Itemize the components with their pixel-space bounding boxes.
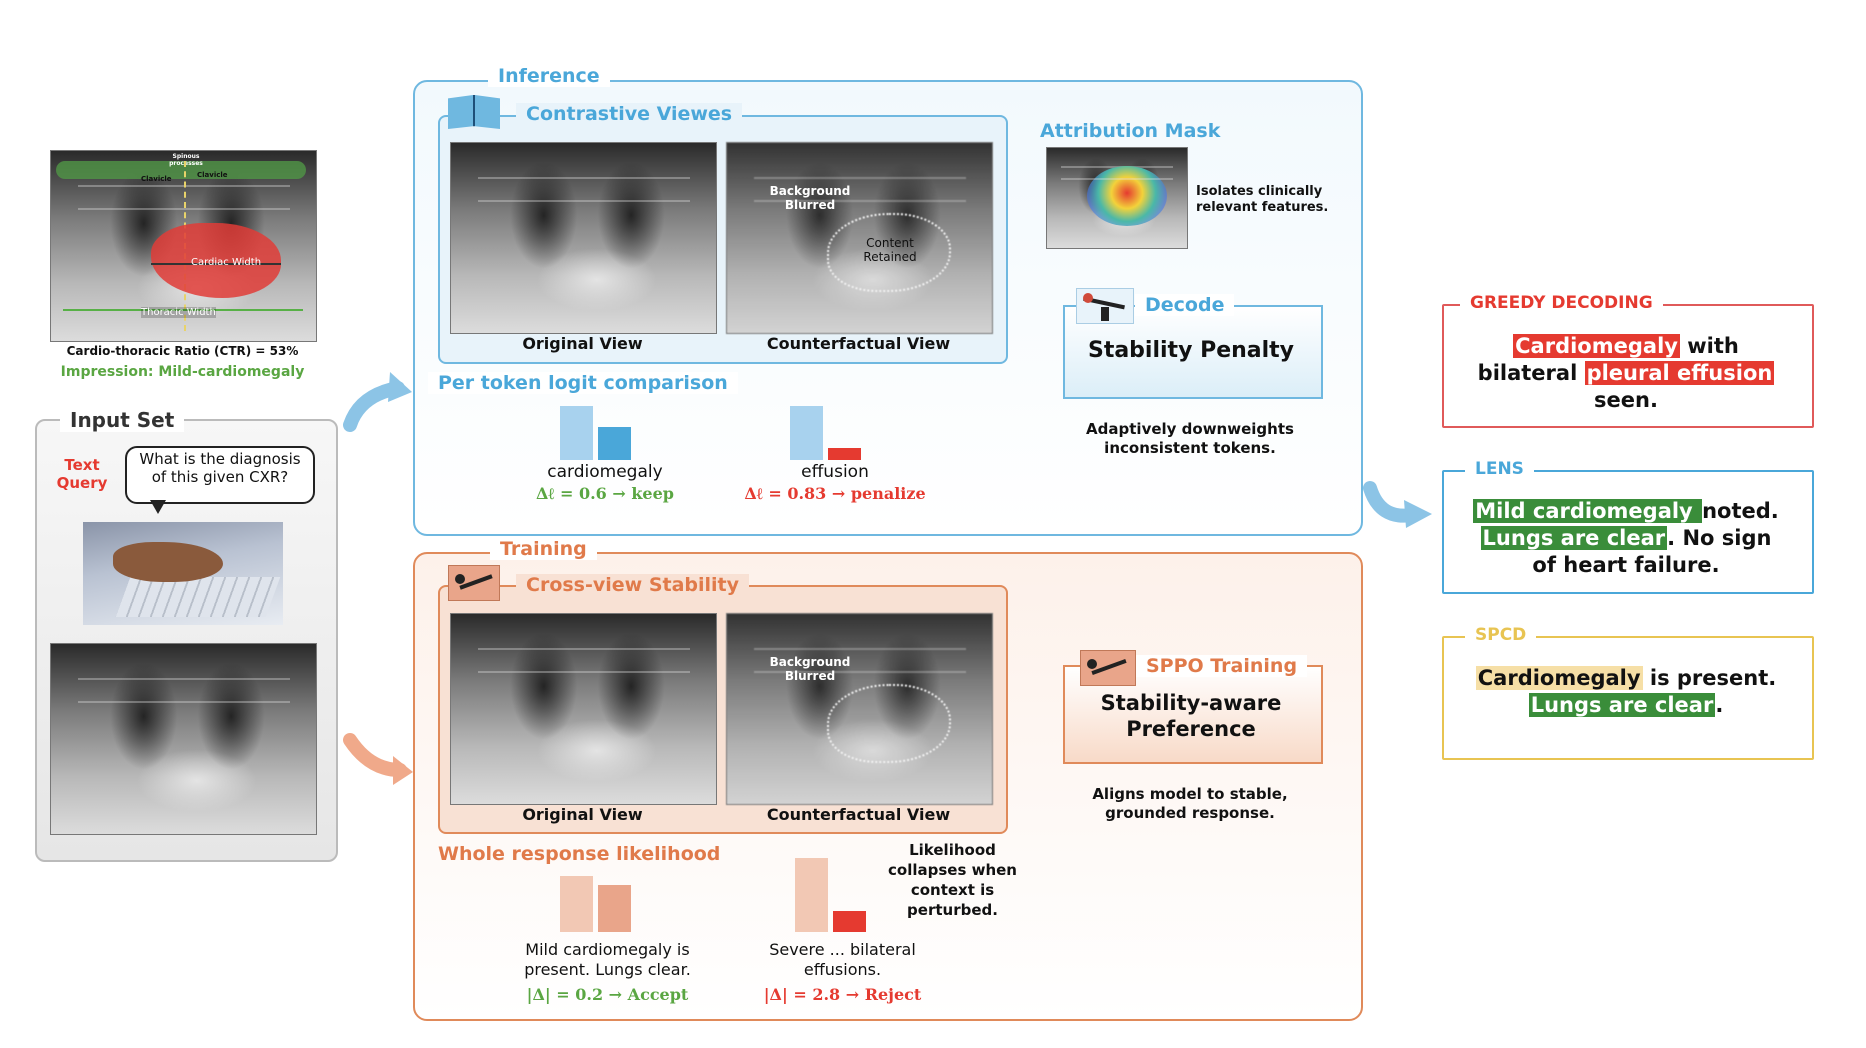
sppo-title: SPPO Training [1136, 655, 1308, 677]
clavicle-label-left: Clavicle [141, 175, 172, 183]
content-retained-region [827, 213, 951, 292]
spcd-period: . [1715, 693, 1724, 717]
lens-hl-cardiomegaly: Mild cardiomegaly [1473, 499, 1703, 523]
training-content-region [827, 684, 951, 763]
spcd-title: SPCD [1465, 625, 1537, 645]
token1-delta: Δℓ = 0.6 → keep [536, 484, 674, 503]
cardiac-region [151, 223, 281, 298]
inference-original-xray [450, 142, 717, 334]
annotated-xray: Spinous processes Clavicle Clavicle Card… [50, 150, 317, 342]
inference-title: Inference [488, 65, 610, 87]
sppo-body: Stability-aware Preference [1100, 691, 1282, 741]
likelihood-chart-resp2 [795, 858, 885, 932]
ctr-label: Cardio-thoracic Ratio (CTR) = 53% [66, 344, 299, 358]
spcd-present: is present. [1642, 666, 1777, 690]
arrow-head-inference [388, 372, 412, 402]
clavicle-band [56, 161, 306, 179]
likelihood-title: Whole response likelihood [438, 843, 721, 865]
logit-chart-effusion [790, 400, 880, 460]
greedy-bilateral: bilateral [1477, 361, 1585, 385]
logit-chart-cardiomegaly [560, 400, 650, 460]
collapse-note: Likelihood collapses when context is per… [888, 841, 1017, 919]
decode-title: Decode [1135, 294, 1235, 316]
sppo-icon [1080, 650, 1136, 686]
contrastive-title: Contrastive Viewes [516, 103, 743, 125]
keyboard-image [83, 522, 283, 625]
bar-counterfactual [598, 885, 631, 932]
greedy-title: GREEDY DECODING [1460, 293, 1663, 313]
inference-counterfactual-caption: Counterfactual View [766, 334, 951, 353]
clavicle-label-right: Clavicle [197, 171, 228, 179]
greedy-hl-cardiomegaly: Cardiomegaly [1513, 334, 1680, 358]
token2-label: effusion [801, 462, 869, 482]
lens-hl-lungs: Lungs are clear [1480, 526, 1668, 550]
keyboard-keys [115, 577, 281, 617]
token1-label: cardiomegaly [547, 462, 663, 482]
spcd-hl-cardiomegaly: Cardiomegaly [1475, 666, 1643, 690]
bar-original [560, 876, 593, 932]
likelihood-chart-resp1 [560, 870, 650, 932]
token2-delta: Δℓ = 0.83 → penalize [744, 484, 926, 503]
training-counterfactual-xray [726, 613, 993, 805]
input-set-title: Input Set [60, 408, 185, 432]
inference-bg-blurred-label: Background Blurred [769, 184, 851, 212]
decode-body: Stability Penalty [1087, 338, 1295, 363]
greedy-seen: seen. [1594, 388, 1658, 412]
attribution-heatmap [1087, 166, 1167, 226]
query-bubble: What is the diagnosis of this given CXR? [125, 446, 315, 504]
bar-counterfactual [833, 911, 866, 932]
decode-scale-icon [1076, 288, 1134, 324]
input-xray [50, 643, 317, 835]
arrow-to-training [343, 733, 407, 777]
bubble-tail [150, 500, 166, 514]
training-original-xray [450, 613, 717, 805]
greedy-with: with [1679, 334, 1739, 358]
attribution-mask-image [1046, 147, 1188, 249]
spinous-label: Spinous processes [169, 153, 203, 167]
bar-original [790, 406, 823, 460]
decode-desc: Adaptively downweights inconsistent toke… [1086, 420, 1294, 457]
inference-counterfactual-xray [726, 142, 993, 334]
training-title: Training [490, 538, 597, 560]
sppo-box [1063, 665, 1323, 764]
lens-text: Mild cardiomegaly noted. Lungs are clear… [1448, 498, 1804, 579]
inference-original-caption: Original View [522, 334, 643, 353]
bar-original [795, 858, 828, 932]
lens-no-sign: . No sign [1667, 526, 1772, 550]
lens-noted: noted. [1702, 499, 1779, 523]
attribution-desc: Isolates clinically relevant features. [1196, 184, 1329, 215]
lens-heart-failure: of heart failure. [1532, 553, 1720, 577]
training-counterfactual-caption: Counterfactual View [766, 805, 951, 824]
content-retained-label: Content Retained [863, 236, 917, 264]
sppo-desc: Aligns model to stable, grounded respons… [1092, 785, 1288, 822]
resp1-delta: |Δ| = 0.2 → Accept [526, 985, 689, 1004]
arrow-head-training [393, 756, 413, 785]
bar-counterfactual [598, 427, 631, 460]
book-icon [448, 95, 500, 129]
thoracic-width-line [63, 309, 303, 311]
stability-icon [448, 565, 500, 601]
spcd-text: Cardiomegaly is present. Lungs are clear… [1448, 665, 1804, 719]
arrow-head-outputs [1404, 500, 1432, 528]
spcd-hl-lungs: Lungs are clear [1528, 693, 1716, 717]
thoracic-width-label: Thoracic Width [141, 307, 216, 318]
greedy-text: Cardiomegaly with bilateral pleural effu… [1448, 333, 1804, 414]
training-original-caption: Original View [522, 805, 643, 824]
cardiac-width-line [151, 263, 281, 265]
text-query-label: Text Query [56, 456, 108, 492]
hands [113, 542, 223, 582]
stability-title: Cross-view Stability [516, 574, 750, 596]
bar-original [560, 406, 593, 460]
bar-counterfactual [828, 448, 861, 460]
impression-label: Impression: Mild-cardiomegaly [60, 364, 305, 380]
lens-title: LENS [1465, 459, 1534, 479]
greedy-hl-effusion: pleural effusion [1584, 361, 1775, 385]
cardiac-width-label: Cardiac Width [191, 257, 262, 268]
resp2-delta: |Δ| = 2.8 → Reject [763, 985, 922, 1004]
logit-title: Per token logit comparison [428, 372, 738, 394]
attribution-title: Attribution Mask [1040, 120, 1221, 142]
resp2-text: Severe ... bilateral effusions. [769, 940, 916, 979]
training-bg-blurred-label: Background Blurred [769, 655, 851, 683]
resp1-text: Mild cardiomegaly is present. Lungs clea… [524, 940, 691, 979]
